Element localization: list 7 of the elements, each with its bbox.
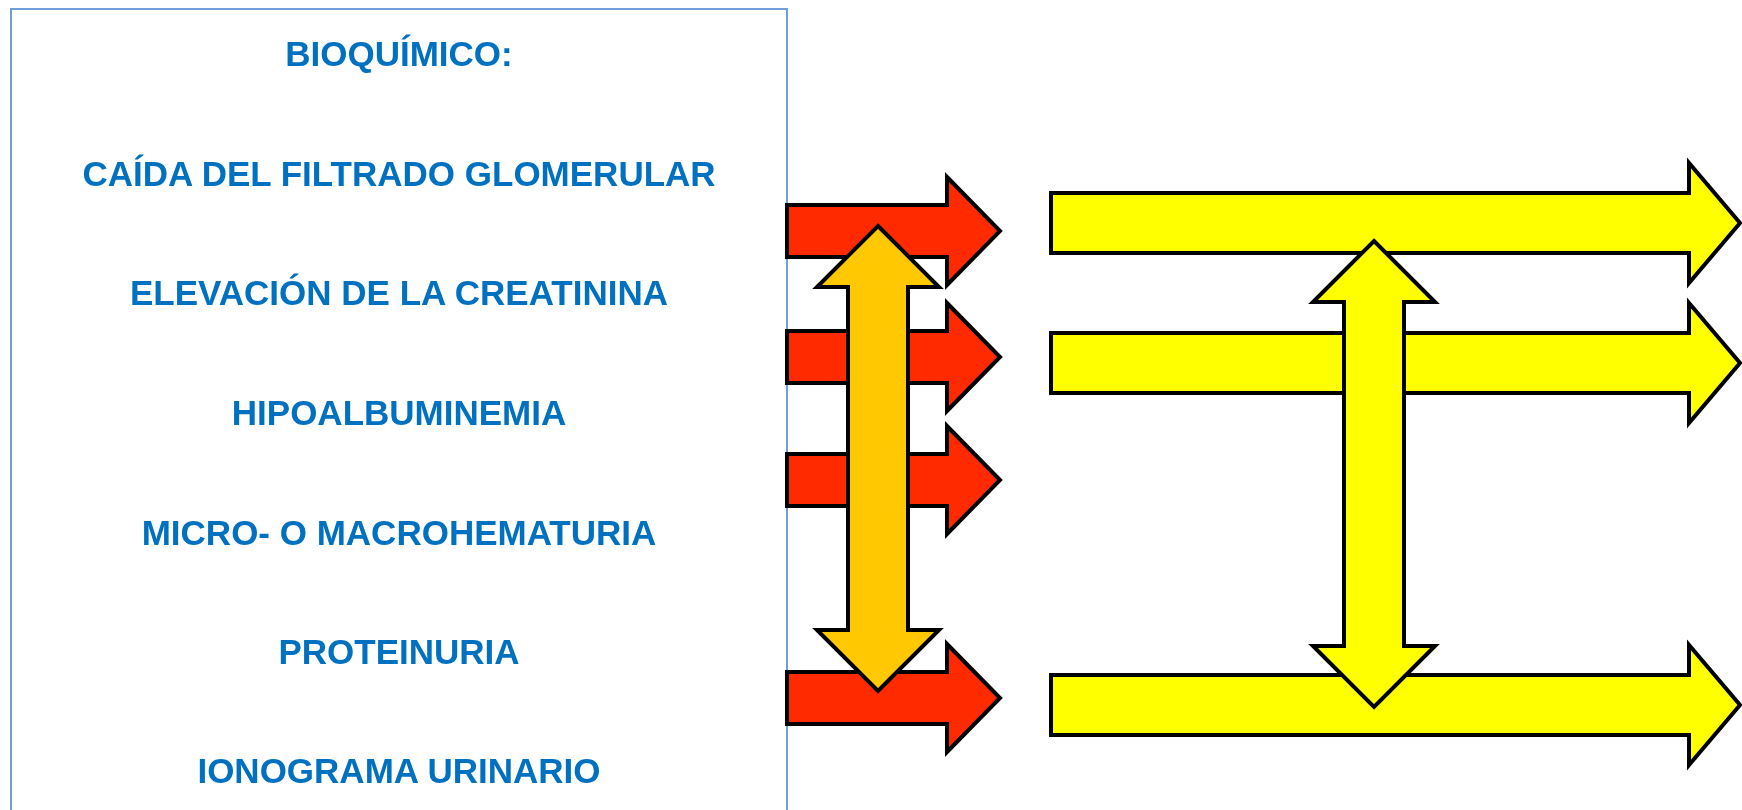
list-item-text: IONOGRAMA URINARIO (197, 751, 601, 791)
list-item-text: CAÍDA DEL FILTRADO GLOMERULAR (82, 154, 716, 194)
list-item-text: MICRO- O MACROHEMATURIA (141, 513, 657, 553)
list-item-text: PROTEINURIA (278, 632, 520, 672)
list-item-text: HIPOALBUMINEMIA (231, 393, 567, 433)
heading-text: BIOQUÍMICO: (285, 34, 513, 74)
list-item-text: ELEVACIÓN DE LA CREATININA (130, 273, 668, 313)
